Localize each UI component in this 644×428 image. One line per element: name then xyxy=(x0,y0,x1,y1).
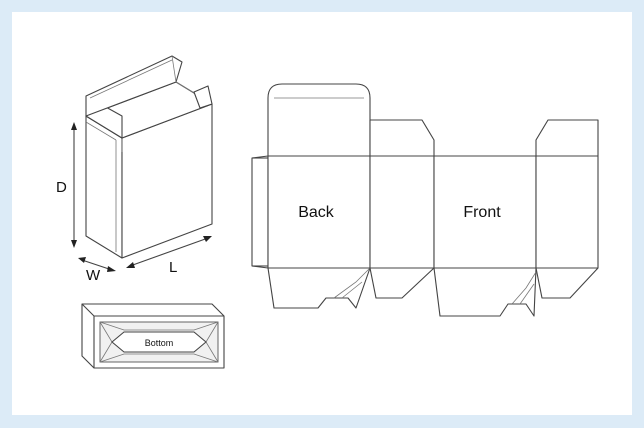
dieline-dust-flap-1 xyxy=(369,119,435,157)
dieline-bottom-flap-back xyxy=(267,267,371,309)
dim-width-label: W xyxy=(86,267,101,284)
dieline-panel-front xyxy=(433,155,537,269)
box-dust-flap-right xyxy=(193,85,213,109)
dim-depth-label: D xyxy=(56,179,67,196)
box-side-face xyxy=(85,115,123,259)
dieline-front-label: Front xyxy=(463,204,501,221)
dim-length-line xyxy=(129,237,209,267)
dieline-dust-flap-2 xyxy=(535,119,599,157)
packaging-diagram: D W L Bottom xyxy=(56,55,599,369)
dieline-glue-flap xyxy=(251,155,269,269)
dieline-tuck-flap xyxy=(267,83,371,157)
dim-length-label: L xyxy=(169,259,177,276)
dieline-panel-side-2 xyxy=(535,155,599,269)
diagram-frame: D W L Bottom xyxy=(12,12,632,415)
dieline-back-label: Back xyxy=(298,204,335,221)
dieline-bottom-flap-front xyxy=(433,267,537,317)
box-lid-flap xyxy=(85,55,183,117)
dieline-bottom-flap-side-1 xyxy=(369,267,435,299)
box-3d-illustration: D W L xyxy=(56,55,213,284)
dieline-bottom-flap-side-2 xyxy=(535,267,599,299)
dieline-panel-side-1 xyxy=(369,155,435,269)
dim-width-line xyxy=(81,259,113,271)
box-bottom-view: Bottom xyxy=(81,303,225,369)
dieline: Back Front xyxy=(251,83,599,317)
bottom-label: Bottom xyxy=(145,338,174,348)
